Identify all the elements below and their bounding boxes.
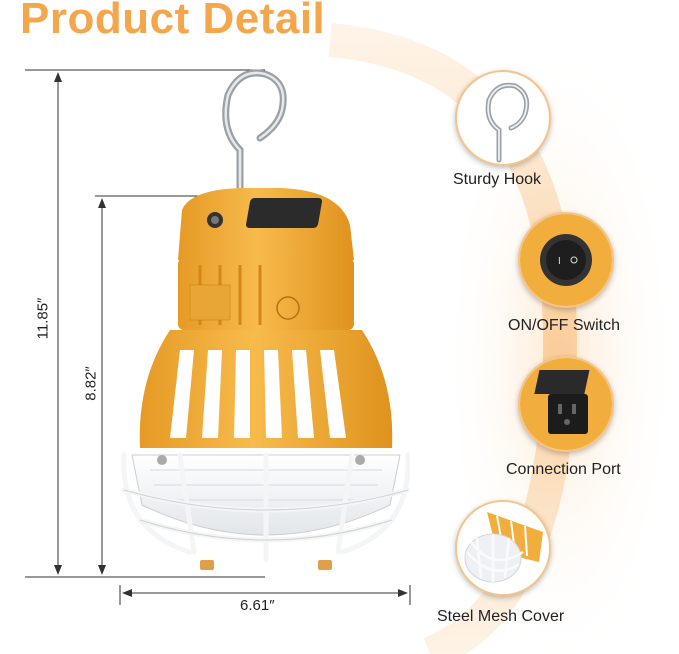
power-switch-icon: I: [520, 214, 612, 306]
feature-label-port: Connection Port: [506, 461, 621, 478]
hook-icon: [485, 82, 530, 163]
feature-hook-circle: [455, 70, 551, 166]
feature-port-circle: [518, 356, 614, 452]
feature-mesh-circle: [455, 500, 551, 596]
work-light-illustration: [121, 69, 410, 570]
body-height-label: 8.82″: [82, 366, 100, 401]
svg-text:I: I: [558, 256, 561, 267]
feature-label-hook: Sturdy Hook: [453, 171, 542, 188]
mesh-cover-icon: [457, 502, 549, 594]
outlet-icon: [520, 358, 612, 450]
feature-label-mesh: Steel Mesh Cover: [437, 608, 565, 625]
feature-switch-circle: I: [518, 212, 614, 308]
page-title: Product Detail: [20, 0, 326, 43]
width-label: 6.61″: [240, 597, 275, 614]
total-height-label: 11.85″: [34, 297, 52, 340]
feature-label-switch: ON/OFF Switch: [508, 317, 621, 334]
